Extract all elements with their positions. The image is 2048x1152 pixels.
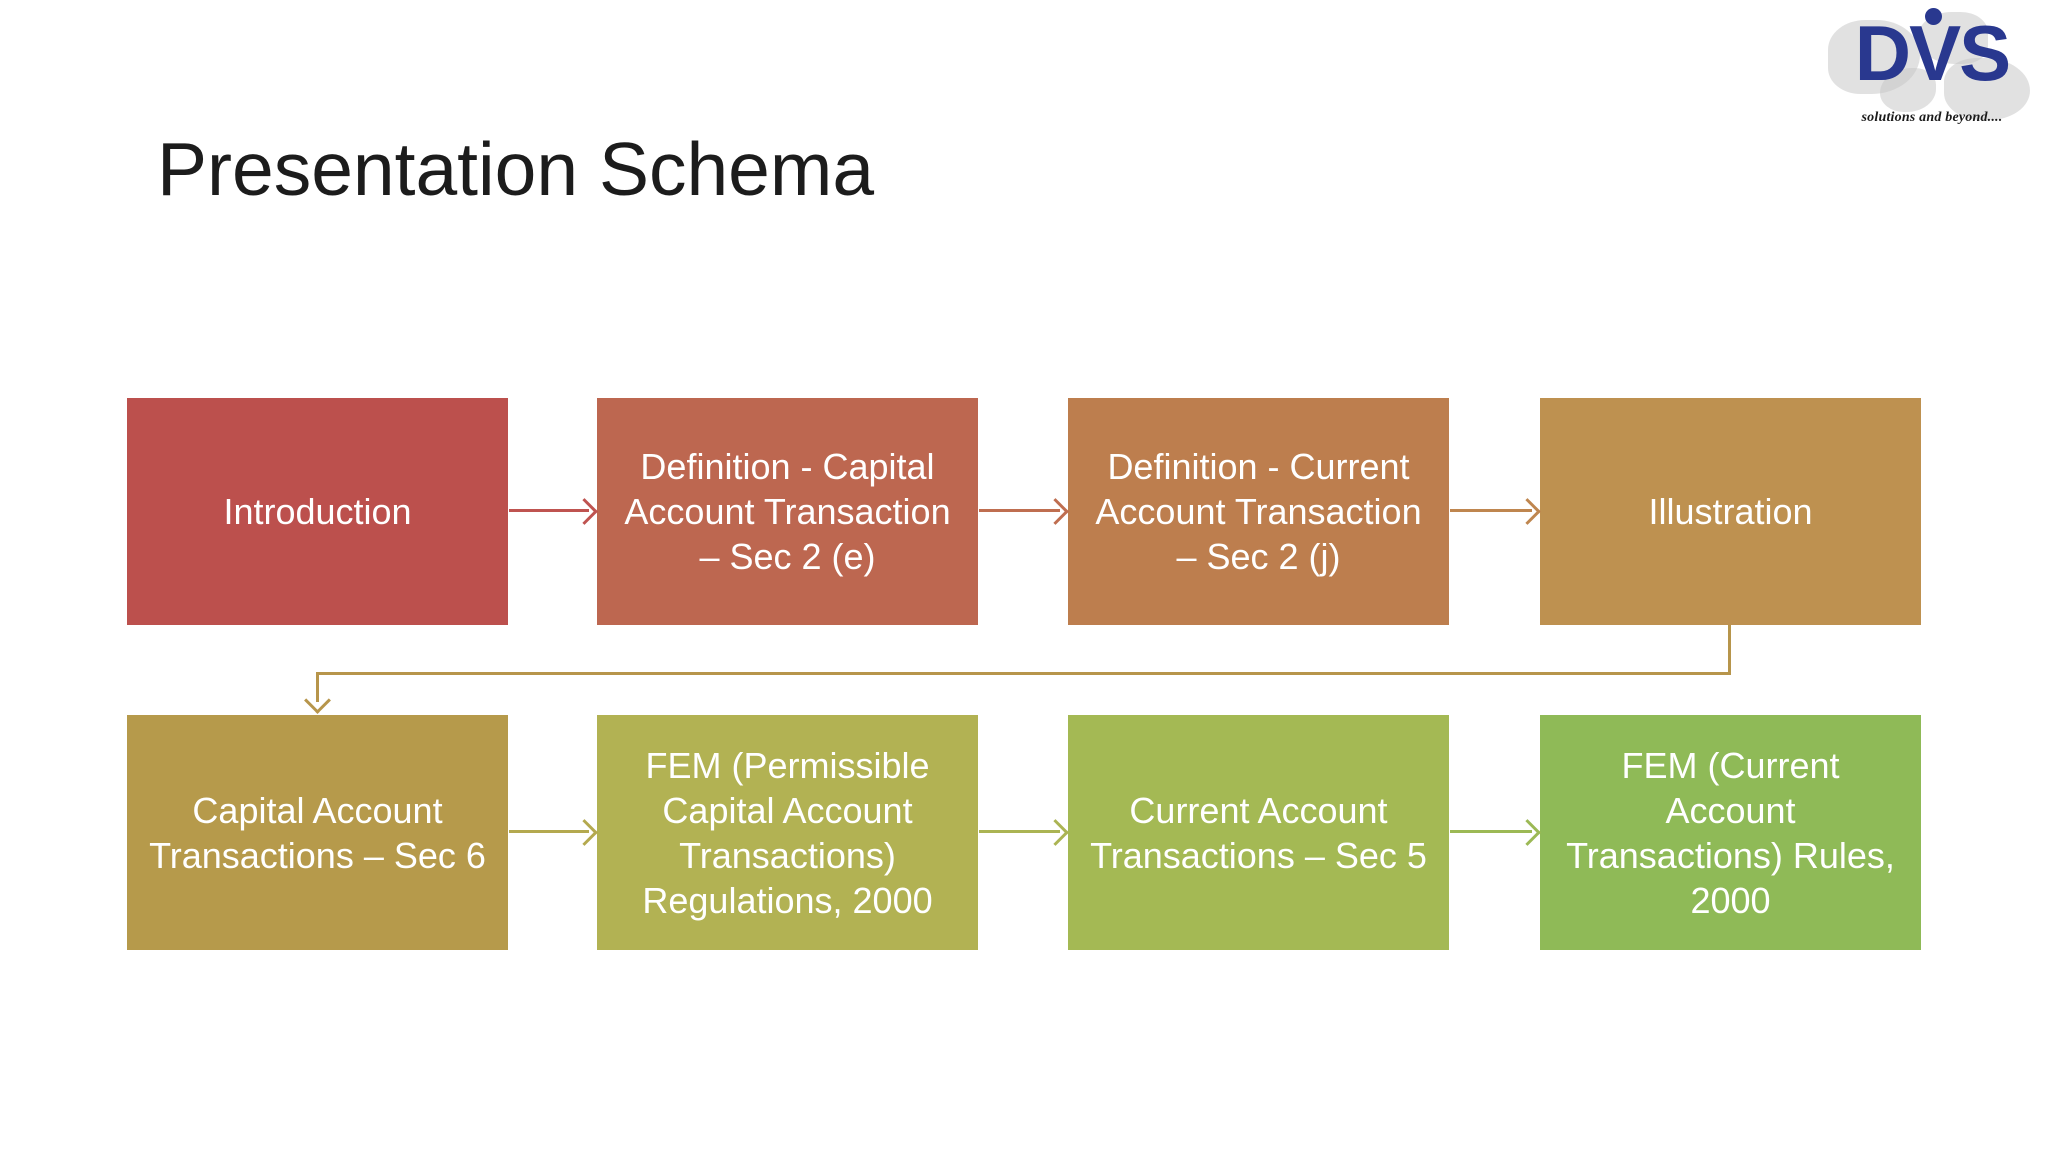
page-title: Presentation Schema — [157, 127, 875, 211]
arrow-head-icon — [571, 498, 598, 525]
logo-letter-d: D — [1854, 9, 1911, 97]
logo-tagline: solutions and beyond.... — [1861, 110, 2003, 125]
logo-wordmark: DVS — [1822, 14, 2042, 92]
connector-vertical-from-illustration — [1728, 625, 1731, 675]
arrow-head-icon — [1042, 498, 1069, 525]
flow-box-fem-regulations: FEM (Permissible Capital Account Transac… — [597, 715, 978, 950]
flow-box-definition-current: Definition - Current Account Transaction… — [1068, 398, 1449, 625]
arrow-head-icon — [571, 819, 598, 846]
arrow-head-icon — [1514, 819, 1541, 846]
world-map-graphic — [1944, 58, 2030, 120]
arrow-row1-3 — [1450, 498, 1541, 525]
flow-box-introduction: Introduction — [127, 398, 508, 625]
arrow-row1-1 — [509, 498, 598, 525]
arrow-head-icon — [1042, 819, 1069, 846]
arrow-line — [509, 830, 589, 833]
flow-box-definition-capital: Definition - Capital Account Transaction… — [597, 398, 978, 625]
arrow-line — [1450, 830, 1532, 833]
logo-letter-v: V — [1909, 9, 1961, 97]
arrow-head-icon — [1514, 498, 1541, 525]
arrow-line — [1450, 509, 1532, 512]
arrow-line — [979, 509, 1060, 512]
flow-box-fem-rules: FEM (Current Account Transactions) Rules… — [1540, 715, 1921, 950]
flow-box-illustration: Illustration — [1540, 398, 1921, 625]
arrow-row2-2 — [979, 819, 1069, 846]
logo-letter-s: S — [1959, 9, 2011, 97]
flow-box-current-sec5: Current Account Transactions – Sec 5 — [1068, 715, 1449, 950]
connector-horizontal — [316, 672, 1731, 675]
arrow-line — [979, 830, 1060, 833]
world-map-graphic — [1880, 68, 1936, 112]
arrow-row2-3 — [1450, 819, 1541, 846]
connector-arrow-head-icon — [304, 687, 331, 714]
arrow-row1-2 — [979, 498, 1069, 525]
flow-box-capital-sec6: Capital Account Transactions – Sec 6 — [127, 715, 508, 950]
connector-vertical-to-capital — [316, 672, 319, 702]
dvs-logo: DVS solutions and beyond.... — [1822, 6, 2042, 138]
logo-dot-icon — [1925, 8, 1942, 25]
arrow-line — [509, 509, 589, 512]
arrow-row2-1 — [509, 819, 598, 846]
